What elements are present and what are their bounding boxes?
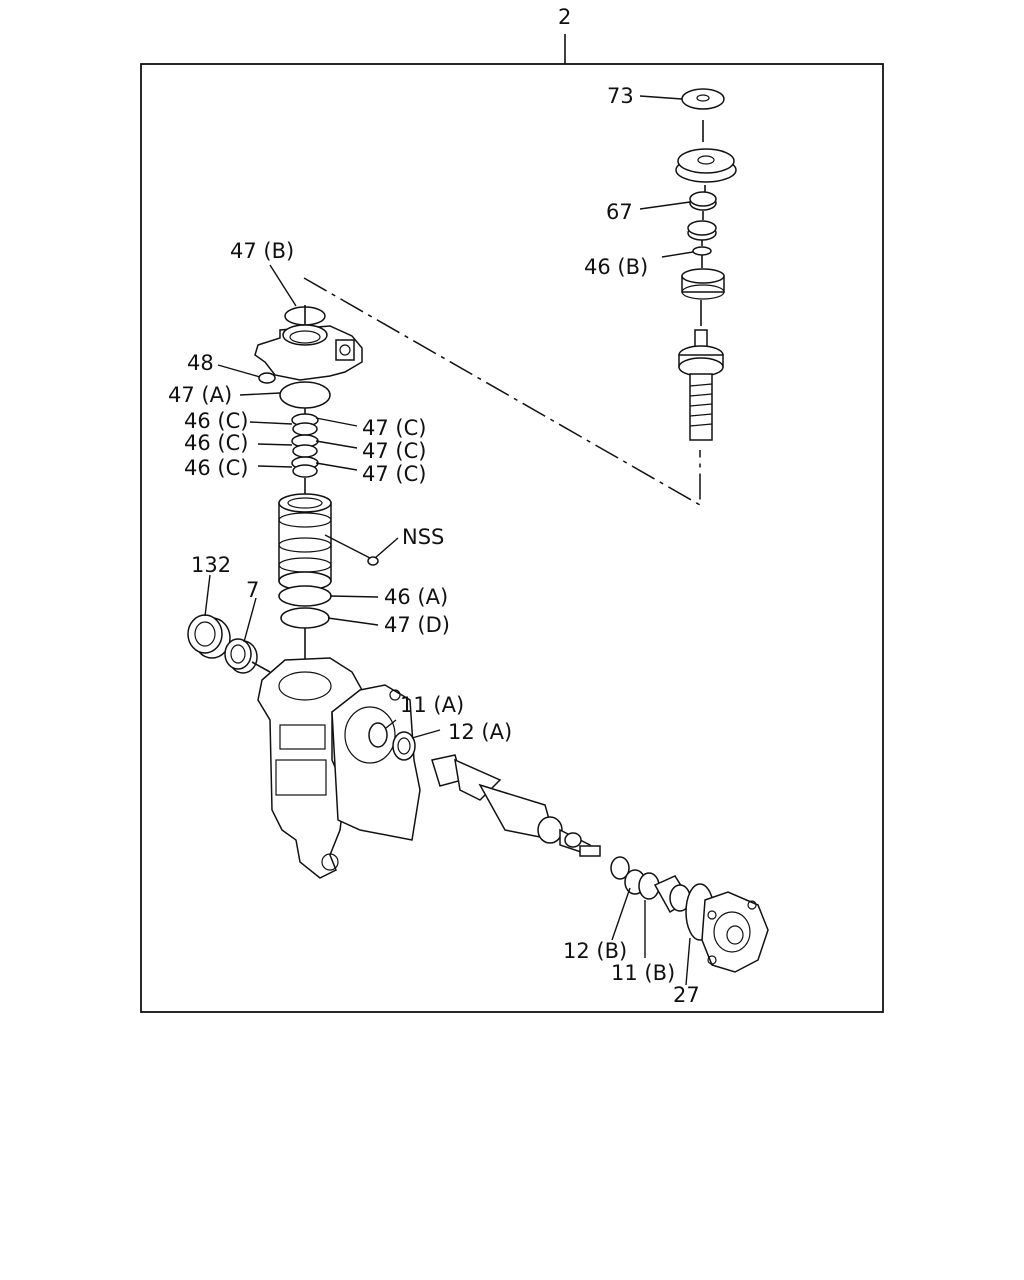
callout-48: 48 — [187, 351, 214, 375]
callout-12a: 12 (A) — [448, 720, 512, 744]
part-48-oring — [258, 372, 276, 384]
part-46b-oring — [692, 246, 712, 256]
adjusting-screw — [564, 832, 601, 857]
side-cover — [701, 891, 769, 973]
callout-47c-3: 47 (C) — [362, 462, 426, 486]
callout-12b: 12 (B) — [563, 939, 627, 963]
part-67-nut — [689, 191, 717, 211]
seal-stack — [291, 413, 319, 478]
leader-lines — [204, 95, 694, 986]
part-73-washer — [681, 88, 725, 110]
callout-73: 73 — [607, 84, 634, 108]
sector-shaft — [431, 754, 591, 857]
gear-housing — [257, 657, 421, 879]
callout-47c-2: 47 (C) — [362, 439, 426, 463]
callout-47c-1: 47 (C) — [362, 416, 426, 440]
bearing-plate — [675, 148, 737, 183]
part-46a-ring — [278, 585, 332, 607]
valve-housing — [254, 324, 363, 381]
part-12a-seal — [392, 731, 416, 761]
callout-46c-3: 46 (C) — [184, 456, 248, 480]
worm-shaft — [678, 329, 724, 441]
part-132-seal — [187, 614, 231, 659]
part-11a-oring — [368, 722, 388, 748]
bearing-cage — [681, 268, 725, 300]
callout-47d: 47 (D) — [384, 613, 450, 637]
callout-11b: 11 (B) — [611, 961, 675, 985]
diagram-frame — [140, 63, 884, 1013]
assembly-label: 2 — [558, 5, 571, 29]
callout-7: 7 — [246, 578, 259, 602]
callout-67: 67 — [606, 200, 633, 224]
nss-small-ring — [367, 556, 379, 566]
part-47a-oring — [279, 381, 331, 409]
callout-11a: 11 (A) — [400, 693, 464, 717]
callout-46c-2: 46 (C) — [184, 431, 248, 455]
needle-bearing — [653, 875, 692, 914]
callout-47a: 47 (A) — [168, 383, 232, 407]
callout-132: 132 — [191, 553, 231, 577]
callout-46b: 46 (B) — [584, 255, 648, 279]
callout-27: 27 — [673, 983, 700, 1007]
callout-46c-1: 46 (C) — [184, 409, 248, 433]
callout-nss: NSS — [402, 525, 444, 549]
callout-47b: 47 (B) — [230, 239, 294, 263]
callout-46a: 46 (A) — [384, 585, 448, 609]
rotary-valve — [278, 493, 332, 591]
part-7-bushing — [224, 638, 258, 674]
spacer — [687, 220, 717, 241]
part-47d-oring — [280, 607, 330, 629]
